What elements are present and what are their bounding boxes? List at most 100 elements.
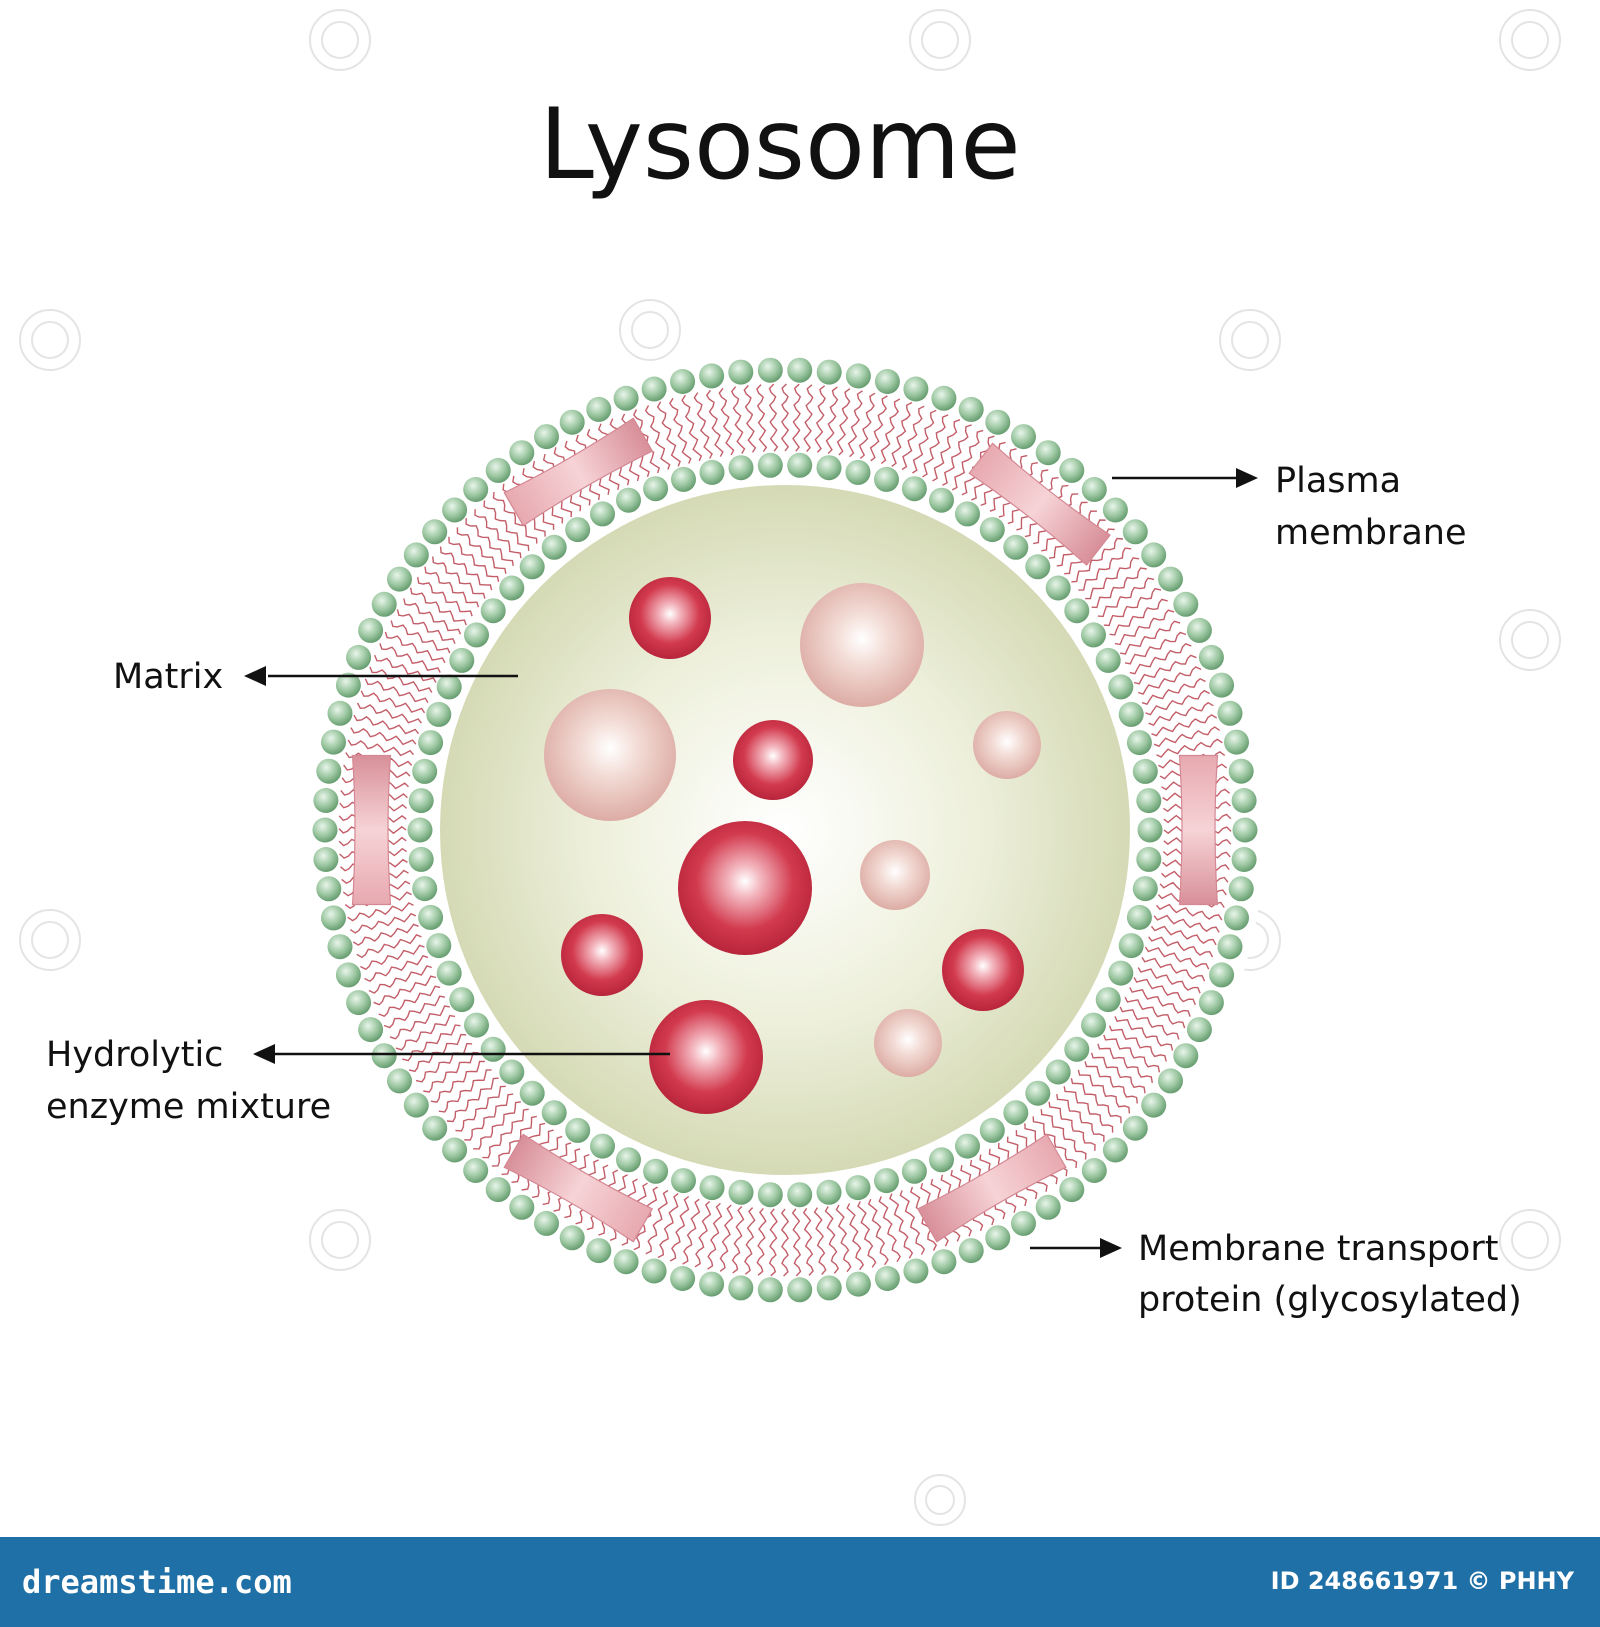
inner-lipid-head <box>955 1133 980 1159</box>
lipid-tail <box>792 383 802 452</box>
enzyme-red-6 <box>649 1000 763 1114</box>
outer-lipid-head <box>1122 519 1148 545</box>
lipid-tail <box>813 1207 827 1275</box>
inner-lipid-head <box>1126 730 1152 756</box>
lipid-tail <box>356 934 422 959</box>
inner-lipid-head <box>407 817 433 843</box>
inner-lipid-head <box>1045 575 1071 601</box>
transport-protein <box>968 442 1111 566</box>
lipid-tail <box>1114 609 1175 646</box>
lipid-tail <box>835 1204 852 1273</box>
lipid-tail <box>743 385 757 453</box>
lipid-tail <box>1151 714 1218 737</box>
lipid-tail <box>669 1195 690 1262</box>
outer-lipid-head <box>1141 542 1167 568</box>
lipid-tail <box>492 491 538 544</box>
inner-lipid-head <box>449 987 475 1013</box>
inner-lipid-head <box>1025 554 1051 580</box>
lipid-tail <box>424 566 480 608</box>
outer-lipid-head <box>559 409 585 435</box>
outer-lipid-head <box>403 542 429 568</box>
lipid-tail <box>836 388 851 456</box>
label-matrix: Matrix <box>113 657 223 697</box>
inner-lipid-head <box>418 730 444 756</box>
enzyme-red-5 <box>942 929 1024 1011</box>
lipid-tail <box>1097 577 1155 618</box>
outer-lipid-head <box>958 1238 984 1264</box>
lipid-tail <box>483 500 530 551</box>
lipid-tail <box>364 678 429 703</box>
inner-lipid-head <box>1108 674 1134 700</box>
lipid-tail <box>1145 689 1210 716</box>
outer-lipid-head <box>1224 905 1249 931</box>
inner-lipid-head <box>874 1168 899 1194</box>
inner-lipid-head <box>565 1117 591 1143</box>
transport-protein <box>351 754 392 906</box>
outer-lipid-head <box>699 363 725 389</box>
outer-lipid-head <box>816 1275 842 1301</box>
inner-lipid-head <box>499 575 525 601</box>
lipid-tail <box>1071 537 1124 583</box>
lipid-tail <box>1103 1034 1161 1073</box>
lipid-tail <box>1108 1025 1167 1062</box>
outer-lipid-head <box>985 1225 1011 1251</box>
inner-lipid-head <box>436 960 462 986</box>
lipid-tail <box>1144 946 1210 970</box>
inner-lipid-head <box>426 701 452 727</box>
inner-lipid-head <box>845 459 871 485</box>
outer-lipid-head <box>586 396 612 422</box>
outer-lipid-head <box>931 385 957 411</box>
lipid-tail <box>456 527 507 574</box>
lipid-tail <box>705 389 724 457</box>
outer-lipid-head <box>1228 758 1254 784</box>
outer-lipid-head <box>728 359 754 385</box>
lipid-tail <box>349 912 417 934</box>
outer-lipid-head <box>985 409 1011 435</box>
lipid-tail <box>858 392 876 460</box>
outer-lipid-head <box>641 376 667 402</box>
outer-lipid-head <box>312 817 338 843</box>
enzyme-red-2 <box>733 720 813 800</box>
inner-lipid-head <box>426 933 452 959</box>
inner-lipid-head <box>499 1059 525 1085</box>
outer-lipid-head <box>874 1266 900 1291</box>
lipid-tail <box>1048 1101 1096 1151</box>
outer-lipid-head <box>321 905 346 931</box>
lipid-tail <box>1109 598 1168 636</box>
inner-lipid-head <box>449 647 475 673</box>
outer-lipid-head <box>1059 1177 1085 1203</box>
lipid-tail <box>756 384 768 452</box>
outer-lipid-head <box>1224 729 1249 755</box>
inner-lipid-head <box>412 876 438 902</box>
leader-lines <box>244 468 1258 1258</box>
lipid-tail <box>1114 1016 1174 1051</box>
enzyme-pale-3 <box>973 711 1041 779</box>
inner-lipid-head <box>929 487 954 513</box>
inner-lipid-head <box>757 1182 783 1208</box>
lipid-tail <box>432 556 486 599</box>
lipid-tail <box>932 419 961 482</box>
transport-protein <box>916 1133 1067 1243</box>
lipid-tail <box>803 384 814 453</box>
outer-lipid-head <box>757 1277 783 1303</box>
lipid-tail <box>846 1203 865 1271</box>
lipid-tail <box>901 405 925 471</box>
transport-protein <box>1178 754 1219 906</box>
inner-lipid-head <box>671 1168 696 1194</box>
inner-lipid-head <box>1064 598 1090 624</box>
outer-lipid-head <box>1081 477 1107 502</box>
lipid-tail <box>922 414 949 478</box>
outer-lipid-head <box>1173 591 1199 617</box>
outer-lipid-head <box>757 357 783 383</box>
lipid-tail <box>644 405 671 470</box>
inner-lipid-head <box>1132 758 1158 784</box>
lipid-tail <box>889 1193 914 1259</box>
lipid-tail <box>951 429 984 491</box>
outer-lipid-head <box>1231 847 1257 872</box>
lipid-tail <box>1119 1006 1180 1040</box>
inner-lipid-head <box>728 455 754 481</box>
lipid-tail <box>645 1189 669 1255</box>
inner-lipid-head <box>1003 1100 1029 1126</box>
lipid-tail <box>780 1208 790 1277</box>
inner-lipid-head <box>643 476 669 502</box>
